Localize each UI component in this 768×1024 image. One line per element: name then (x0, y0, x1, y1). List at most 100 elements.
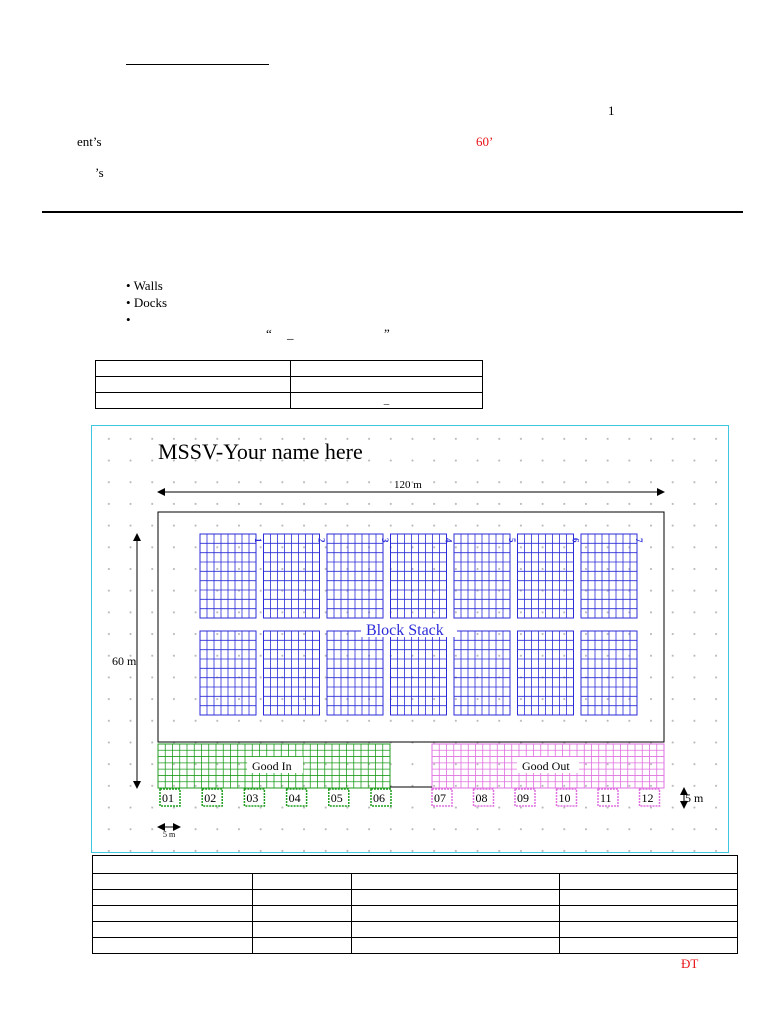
table-cell (351, 905, 560, 922)
intro-line-a: ent’s (77, 134, 102, 149)
dock-box (597, 788, 619, 807)
dock-box (555, 788, 578, 807)
table-cell (92, 921, 253, 938)
table-cell (92, 937, 253, 954)
bullet-text: Docks (133, 295, 168, 310)
good-in-label-bg (247, 757, 303, 773)
table-cell (92, 905, 253, 922)
table-cell (252, 905, 352, 922)
dock: 05 (328, 788, 350, 807)
table-cell (559, 921, 738, 938)
dock-box (285, 788, 308, 807)
quote-underscore: _ (287, 326, 294, 341)
dock-label: 11 (600, 791, 612, 805)
height-dimension-label: 60 m (112, 654, 137, 668)
table-cell (351, 889, 560, 906)
table-row (95, 376, 483, 393)
table-row: _ (95, 392, 483, 409)
dock-box (638, 788, 661, 807)
block-number: 2 (317, 538, 327, 543)
dock-label: 09 (517, 791, 529, 805)
block-stack-rack-top (199, 533, 257, 619)
block-stack-rack-bottom (263, 630, 320, 716)
block-stack-rack-bottom (517, 630, 574, 716)
bullet-item-walls: • Walls (126, 278, 163, 294)
dock-label: 12 (642, 791, 654, 805)
bullet-item-docks: • Docks (126, 295, 167, 311)
dock-box (201, 788, 223, 807)
dock-box (159, 788, 181, 807)
dock-box (472, 788, 495, 807)
table-cell: _ (290, 392, 483, 409)
block-number: 1 (253, 538, 263, 543)
bottom-table (92, 855, 738, 954)
intro-line-b: ’s (95, 165, 104, 180)
block-stack-rack-bottom (390, 630, 447, 716)
quote-close: ” (384, 326, 390, 341)
good-out-label: Good Out (522, 759, 570, 773)
table-cell (351, 873, 560, 890)
block-stack-rack-bottom (580, 630, 638, 716)
block-number: 7 (634, 538, 644, 543)
table-cell (92, 873, 253, 890)
dock-width-label: 5 m (163, 830, 176, 839)
block-stack-rack-top (263, 533, 320, 619)
table-cell (559, 937, 738, 954)
block-number: 6 (571, 538, 581, 543)
dock-box (370, 788, 392, 807)
block-stack-rack-bottom (453, 630, 511, 716)
dock: 11 (597, 788, 619, 807)
block-stack-rack-bottom (326, 630, 384, 716)
dock: 02 (201, 788, 223, 807)
dock-box (328, 788, 350, 807)
table-cell (351, 937, 560, 954)
dock: 06 (370, 788, 392, 807)
layout-title: MSSV-Your name here (158, 439, 363, 464)
table-cell (351, 921, 560, 938)
table-cell (252, 921, 352, 938)
bullet-dot: • (126, 295, 131, 310)
good-in-label: Good In (252, 759, 292, 773)
block-stack-rack-bottom (199, 630, 257, 716)
block-stack-label: Block Stack (366, 622, 444, 639)
width-dimension-label: 120 m (394, 479, 422, 491)
dock: 08 (472, 788, 495, 807)
bullet-text: Walls (133, 278, 163, 293)
table-cell (95, 376, 291, 393)
table-cell (252, 937, 352, 954)
table-header-row (92, 855, 738, 874)
quote-open: “ (266, 326, 272, 341)
table-header-cell (92, 855, 738, 874)
block-stack-label-bg (361, 619, 457, 637)
block-number: 3 (380, 538, 390, 543)
footer-mark: ĐT (681, 956, 699, 971)
block-stack-rack-top (580, 533, 638, 619)
table-cell (92, 889, 253, 906)
dock-label: 06 (373, 791, 385, 805)
block-stack-rack-top (453, 533, 511, 619)
good-out-label-bg (517, 757, 579, 773)
table-cell (559, 905, 738, 922)
section-divider (42, 211, 743, 213)
table-cell (559, 889, 738, 906)
dock-label: 02 (204, 791, 216, 805)
dock-label: 03 (246, 791, 258, 805)
table-row (95, 360, 483, 377)
dock-box (243, 788, 266, 807)
dock: 04 (285, 788, 308, 807)
block-stack-rack-top (390, 533, 447, 619)
dock: 01 (159, 788, 181, 807)
dock: 09 (514, 788, 536, 807)
table-cell (252, 873, 352, 890)
building-outline (157, 511, 665, 743)
dock-label: 07 (434, 791, 446, 805)
table-cell (95, 392, 291, 409)
intro-line-a-highlight: 60’ (476, 134, 494, 149)
dock: 03 (243, 788, 266, 807)
dock-label: 04 (289, 791, 301, 805)
bullet-dot: • (126, 312, 131, 327)
table-row (92, 937, 738, 954)
table-row (92, 921, 738, 938)
